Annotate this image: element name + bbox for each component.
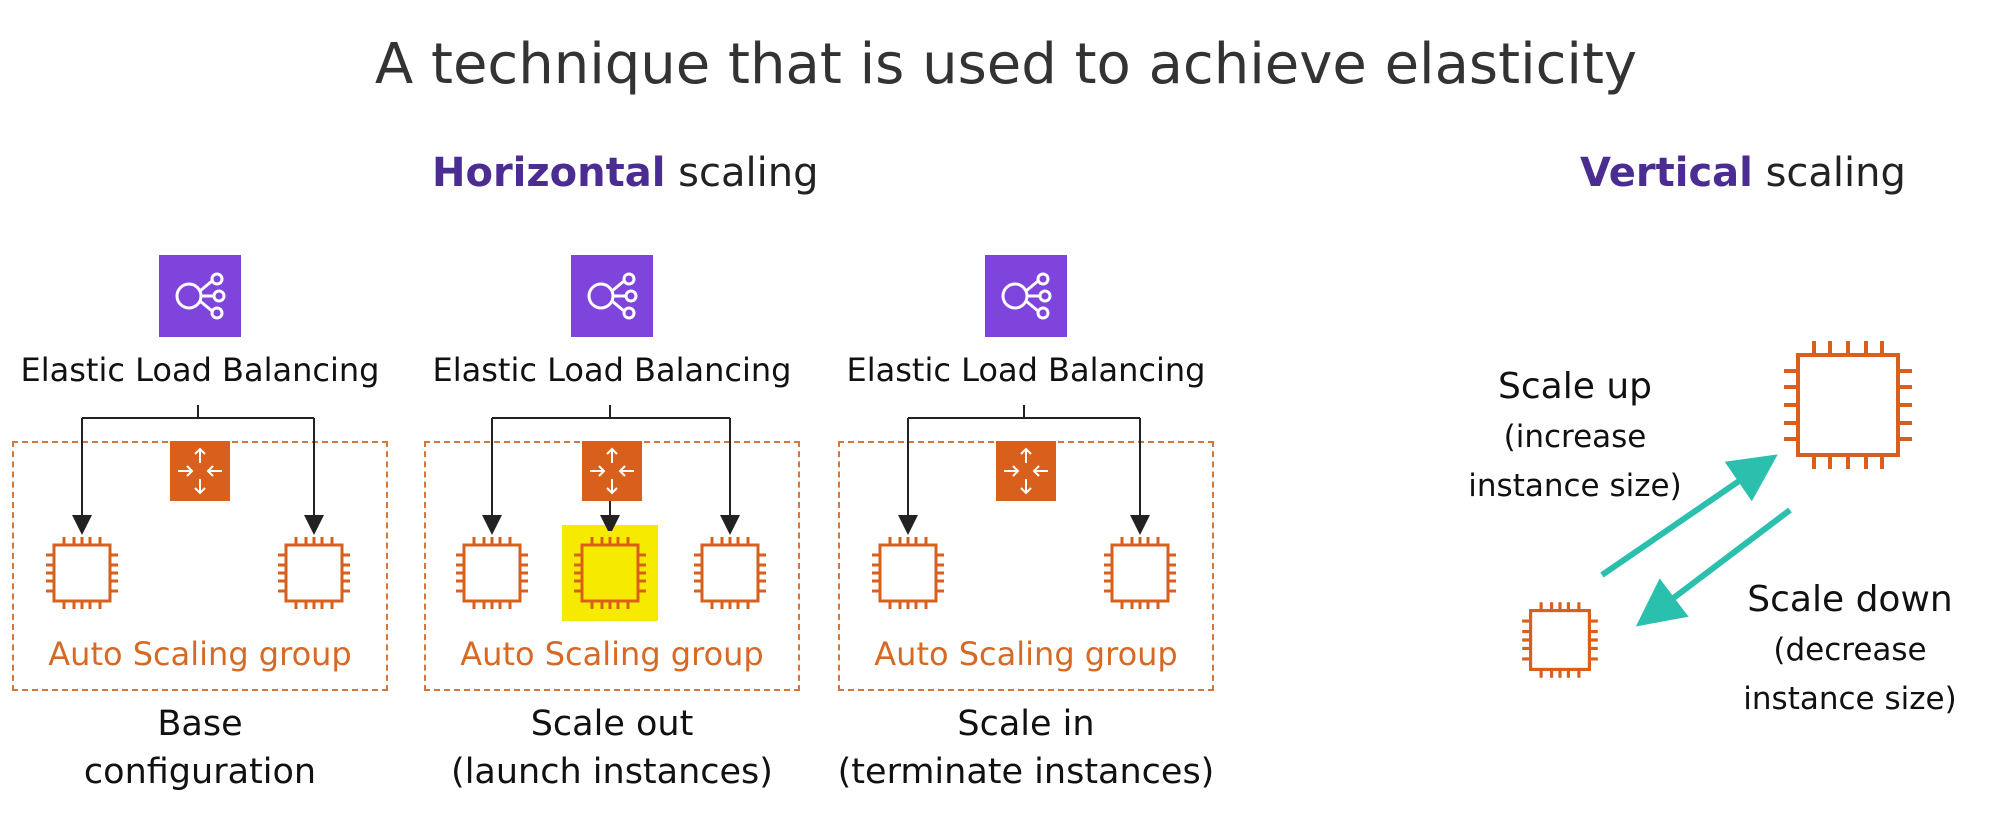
horizontal-rest: scaling bbox=[665, 150, 819, 196]
center-arrow bbox=[600, 501, 620, 531]
scale-down-arrow bbox=[1635, 507, 1792, 627]
caption-line1: Scale in bbox=[957, 704, 1095, 744]
ec2-instance-icon-new bbox=[570, 533, 650, 613]
scale-down-title: Scale down bbox=[1747, 579, 1953, 620]
ec2-instance-icon bbox=[690, 533, 770, 613]
ec2-instance-icon bbox=[1100, 533, 1180, 613]
scale-up-line2: (increase bbox=[1503, 419, 1647, 455]
scale-up-line3: instance size) bbox=[1468, 468, 1682, 504]
scale-down-label: Scale down (decrease instance size) bbox=[1725, 578, 1975, 726]
scale-arrows bbox=[1600, 454, 1792, 627]
elb-label: Elastic Load Balancing bbox=[432, 351, 792, 389]
elastic-load-balancing-icon bbox=[159, 255, 241, 337]
caption-line1: Base bbox=[157, 704, 243, 744]
page-title: A technique that is used to achieve elas… bbox=[374, 32, 1638, 97]
scale-down-line2: (decrease bbox=[1773, 632, 1927, 668]
auto-scaling-icon bbox=[170, 441, 230, 501]
caption-line2: (launch instances) bbox=[451, 752, 773, 792]
elastic-load-balancing-icon bbox=[985, 255, 1067, 337]
vertical-rest: scaling bbox=[1752, 150, 1906, 196]
ec2-instance-icon bbox=[274, 533, 354, 613]
elb-label: Elastic Load Balancing bbox=[20, 351, 380, 389]
asg-label: Auto Scaling group bbox=[48, 635, 352, 673]
small-ec2-instance-icon bbox=[1518, 598, 1602, 682]
panel-scale-out: Elastic Load Balancing Auto Scaling grou… bbox=[412, 255, 812, 815]
vertical-accent: Vertical bbox=[1580, 150, 1753, 196]
asg-label: Auto Scaling group bbox=[460, 635, 764, 673]
large-ec2-instance-icon bbox=[1778, 335, 1918, 475]
panel-caption: Scale out (launch instances) bbox=[412, 700, 812, 796]
scale-up-label: Scale up (increase instance size) bbox=[1450, 365, 1700, 513]
panel-base-configuration: Elastic Load Balancing Auto Scaling grou… bbox=[0, 255, 400, 815]
asg-label: Auto Scaling group bbox=[874, 635, 1178, 673]
scale-up-arrow bbox=[1600, 454, 1778, 578]
panel-caption: Scale in (terminate instances) bbox=[826, 700, 1226, 796]
panel-scale-in: Elastic Load Balancing Auto Scaling grou… bbox=[826, 255, 1226, 815]
caption-line2: configuration bbox=[83, 752, 317, 792]
auto-scaling-icon bbox=[996, 441, 1056, 501]
horizontal-accent: Horizontal bbox=[432, 150, 666, 196]
auto-scaling-icon bbox=[582, 441, 642, 501]
elb-label: Elastic Load Balancing bbox=[846, 351, 1206, 389]
scale-up-title: Scale up bbox=[1498, 366, 1652, 407]
ec2-instance-icon bbox=[452, 533, 532, 613]
caption-line1: Scale out bbox=[530, 704, 694, 744]
vertical-scaling-heading: Vertical scaling bbox=[1580, 150, 1906, 196]
connection-lines bbox=[482, 405, 740, 535]
scale-down-line3: instance size) bbox=[1743, 681, 1957, 717]
panel-caption: Base configuration bbox=[0, 700, 400, 796]
connection-lines bbox=[898, 405, 1150, 535]
ec2-instance-icon bbox=[868, 533, 948, 613]
elastic-load-balancing-icon bbox=[571, 255, 653, 337]
ec2-instance-icon bbox=[42, 533, 122, 613]
horizontal-scaling-heading: Horizontal scaling bbox=[432, 150, 819, 196]
connection-lines bbox=[72, 405, 324, 535]
caption-line2: (terminate instances) bbox=[837, 752, 1215, 792]
